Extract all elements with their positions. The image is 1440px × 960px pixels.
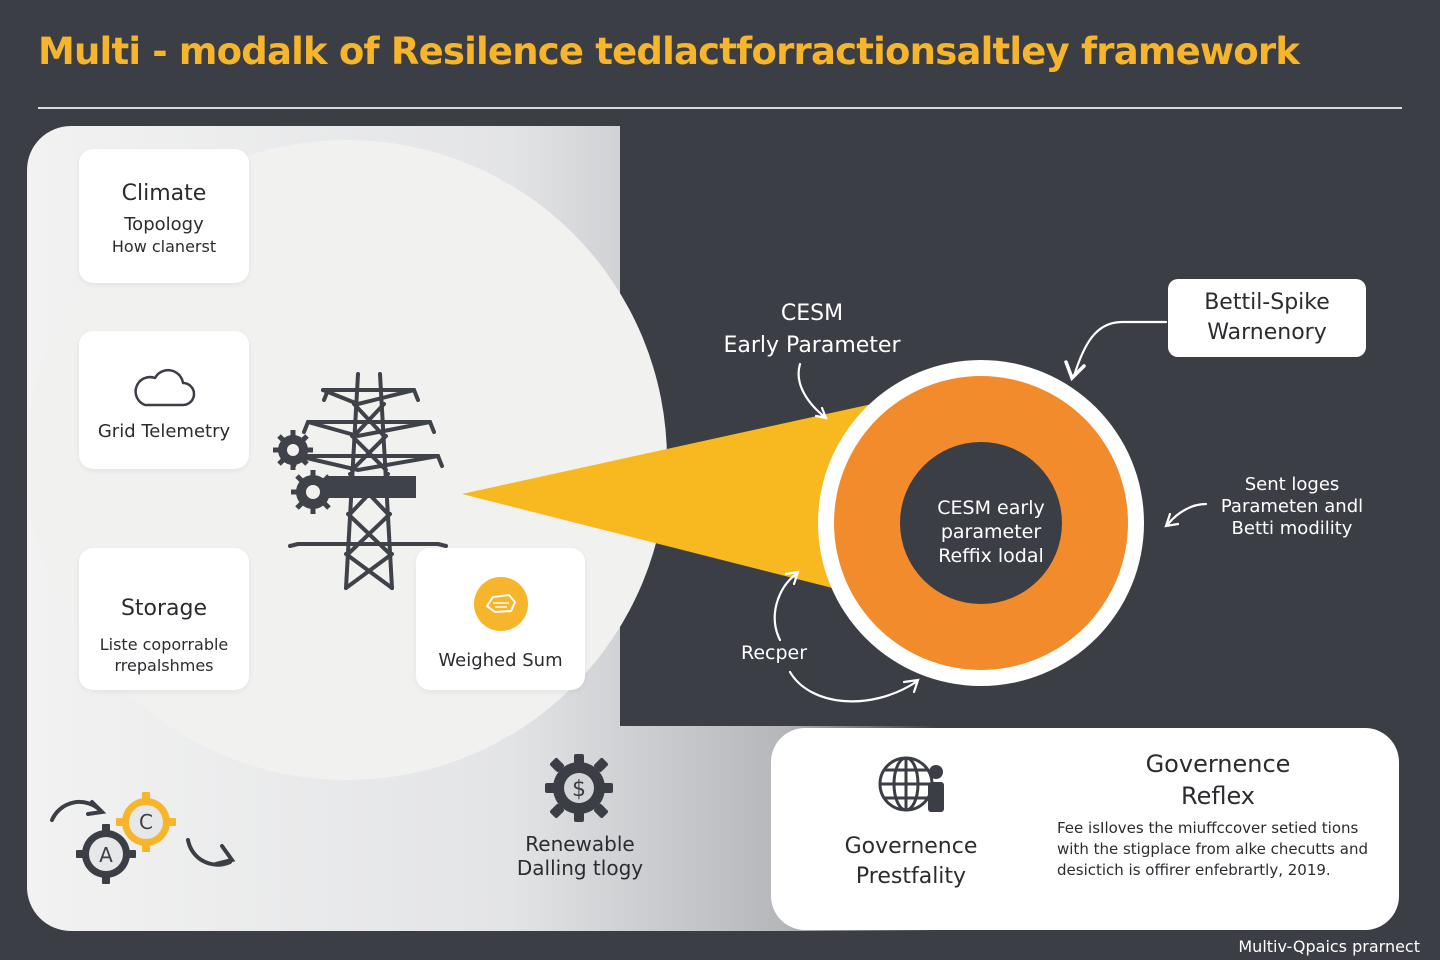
governance-left-label: Governence Prestfality	[820, 832, 1002, 892]
sent-line1: Sent loges	[1244, 474, 1340, 495]
bettil-spike-callout[interactable]: Bettil-Spike Warnenory	[1168, 279, 1366, 357]
cycle-gears-icon: A C	[50, 792, 236, 884]
sent-loges-label: Sent loges Parameten andl Betti modility	[1210, 474, 1374, 540]
grid-telemetry-label: Grid Telemetry	[97, 421, 231, 442]
governance-title1: Governence	[1145, 750, 1291, 778]
transmission-tower-icon	[273, 372, 448, 590]
gear-letter-a: A	[99, 843, 113, 867]
title-divider	[38, 107, 1402, 109]
cloud-icon	[134, 368, 196, 407]
climate-title: Climate	[121, 181, 207, 206]
core-ring-hole	[900, 442, 1062, 604]
dollar-gear-icon: $	[545, 754, 613, 822]
weighed-sum-card[interactable]: Weighed Sum	[416, 548, 585, 690]
governance-title: Governence Reflex	[1110, 748, 1326, 812]
storage-title: Storage	[120, 596, 208, 621]
grid-telemetry-card[interactable]: Grid Telemetry	[79, 331, 249, 469]
renewable-line2: Dalling tlogy	[516, 856, 644, 880]
page-title: Multi - modalk of Resilence tedlactforra…	[38, 30, 1300, 73]
core-line2: parameter	[940, 521, 1042, 543]
core-label: CESM early parameter Reffix lodal	[900, 496, 1082, 568]
sent-line3: Betti modility	[1231, 518, 1353, 539]
governance-panel[interactable]	[771, 728, 1399, 930]
core-line3: Reffix lodal	[938, 545, 1044, 567]
governance-title2: Reflex	[1180, 782, 1256, 810]
gear-letter-c: C	[139, 810, 153, 834]
climate-line2: How clanerst	[111, 237, 217, 256]
svg-text:$: $	[572, 777, 586, 802]
governance-left2: Prestfality	[855, 864, 967, 889]
globe-person-icon	[878, 756, 944, 812]
climate-card[interactable]: Climate Topology How clanerst	[79, 149, 249, 283]
callout-line1: Bettil-Spike	[1204, 290, 1330, 315]
callout-line2: Warnenory	[1207, 320, 1327, 345]
governance-left1: Governence	[844, 834, 978, 859]
governance-body2: with the stigplace from alke checutts an…	[1057, 840, 1368, 858]
climate-line1: Topology	[124, 214, 204, 235]
footer-credit: Multiv-Qpaics prarnect	[1238, 937, 1420, 956]
governance-body3: desictich is offirer enfebrartly, 2019.	[1057, 861, 1331, 879]
renewable-label: Renewable Dalling tlogy	[500, 832, 660, 880]
storage-line1: Liste coporrable	[99, 635, 229, 654]
cesm-early-label: CESM Early Parameter	[720, 298, 904, 362]
storage-card[interactable]: Storage Liste coporrable rrepalshmes	[79, 548, 249, 690]
core-line1: CESM early	[937, 497, 1045, 519]
weighed-sum-label: Weighed Sum	[438, 650, 563, 671]
governance-body1: Fee isIloves the miuffccover setied tion…	[1057, 819, 1359, 837]
recper-label: Recper	[740, 642, 808, 664]
governance-body: Fee isIloves the miuffccover setied tion…	[1057, 818, 1385, 881]
yellow-badge-icon	[473, 577, 528, 631]
cesm-label-line1: CESM	[780, 301, 844, 326]
renewable-line1: Renewable	[525, 832, 635, 856]
cesm-label-line2: Early Parameter	[723, 333, 901, 358]
storage-line2: rrepalshmes	[114, 656, 214, 675]
sent-line2: Parameten andl	[1220, 496, 1364, 517]
